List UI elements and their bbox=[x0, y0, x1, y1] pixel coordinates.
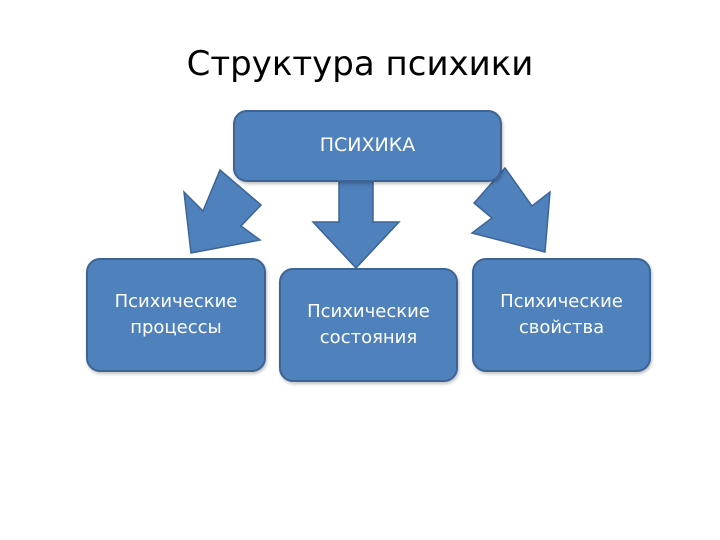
slide-title: Структура психики bbox=[186, 44, 534, 84]
box-label: Психические свойства bbox=[500, 290, 623, 338]
arrow-center bbox=[311, 179, 401, 270]
root-label: ПСИХИКА bbox=[319, 134, 416, 157]
box-mental-properties: Психические свойства bbox=[472, 258, 651, 372]
root-box-psyche: ПСИХИКА bbox=[233, 110, 502, 182]
box-label: Психические состояния bbox=[307, 300, 430, 348]
arrow-left bbox=[183, 168, 263, 254]
arrow-right bbox=[470, 166, 551, 253]
box-mental-states: Психические состояния bbox=[279, 268, 458, 382]
box-label: Психические процессы bbox=[114, 290, 238, 338]
box-mental-processes: Психические процессы bbox=[86, 258, 266, 372]
